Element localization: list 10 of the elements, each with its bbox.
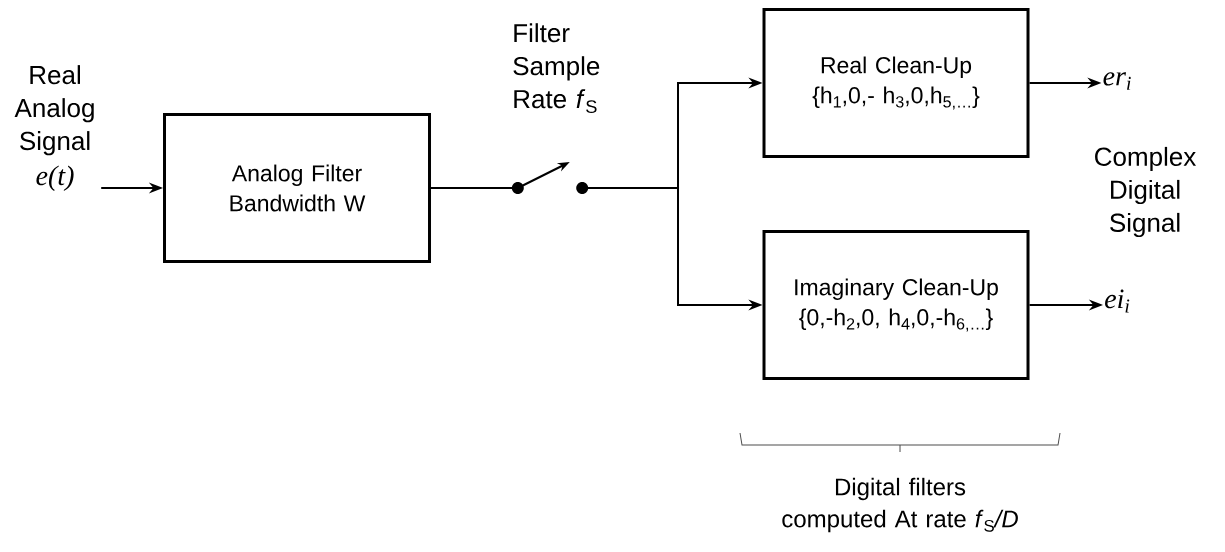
filter-box: Imaginary Clean-Up {0,-h$_{2}$,0, h$_{4}$,0,-h$_{6,…}$} xyxy=(762,230,1030,380)
output-label: ei$_{i}$ xyxy=(1105,289,1130,313)
filter-box: Analog Filter Bandwidth W xyxy=(163,113,431,263)
filter-box: Real Clean-Up {h$_{1}$,0,- h$_{3}$,0,h$_{5,…}$} xyxy=(762,8,1030,158)
switch-drawing xyxy=(511,162,589,194)
signal-label: Real Analog Signal e(t) xyxy=(14,65,94,191)
output-label: er$_{i}$ xyxy=(1103,72,1131,90)
rate-label: Filter Sample Rate f$_{S}$ xyxy=(513,23,600,113)
note-text: Digital filters computed At rate f$_{S}$/D xyxy=(782,477,1018,533)
signal-label: Complex Digital Signal xyxy=(1095,146,1196,238)
